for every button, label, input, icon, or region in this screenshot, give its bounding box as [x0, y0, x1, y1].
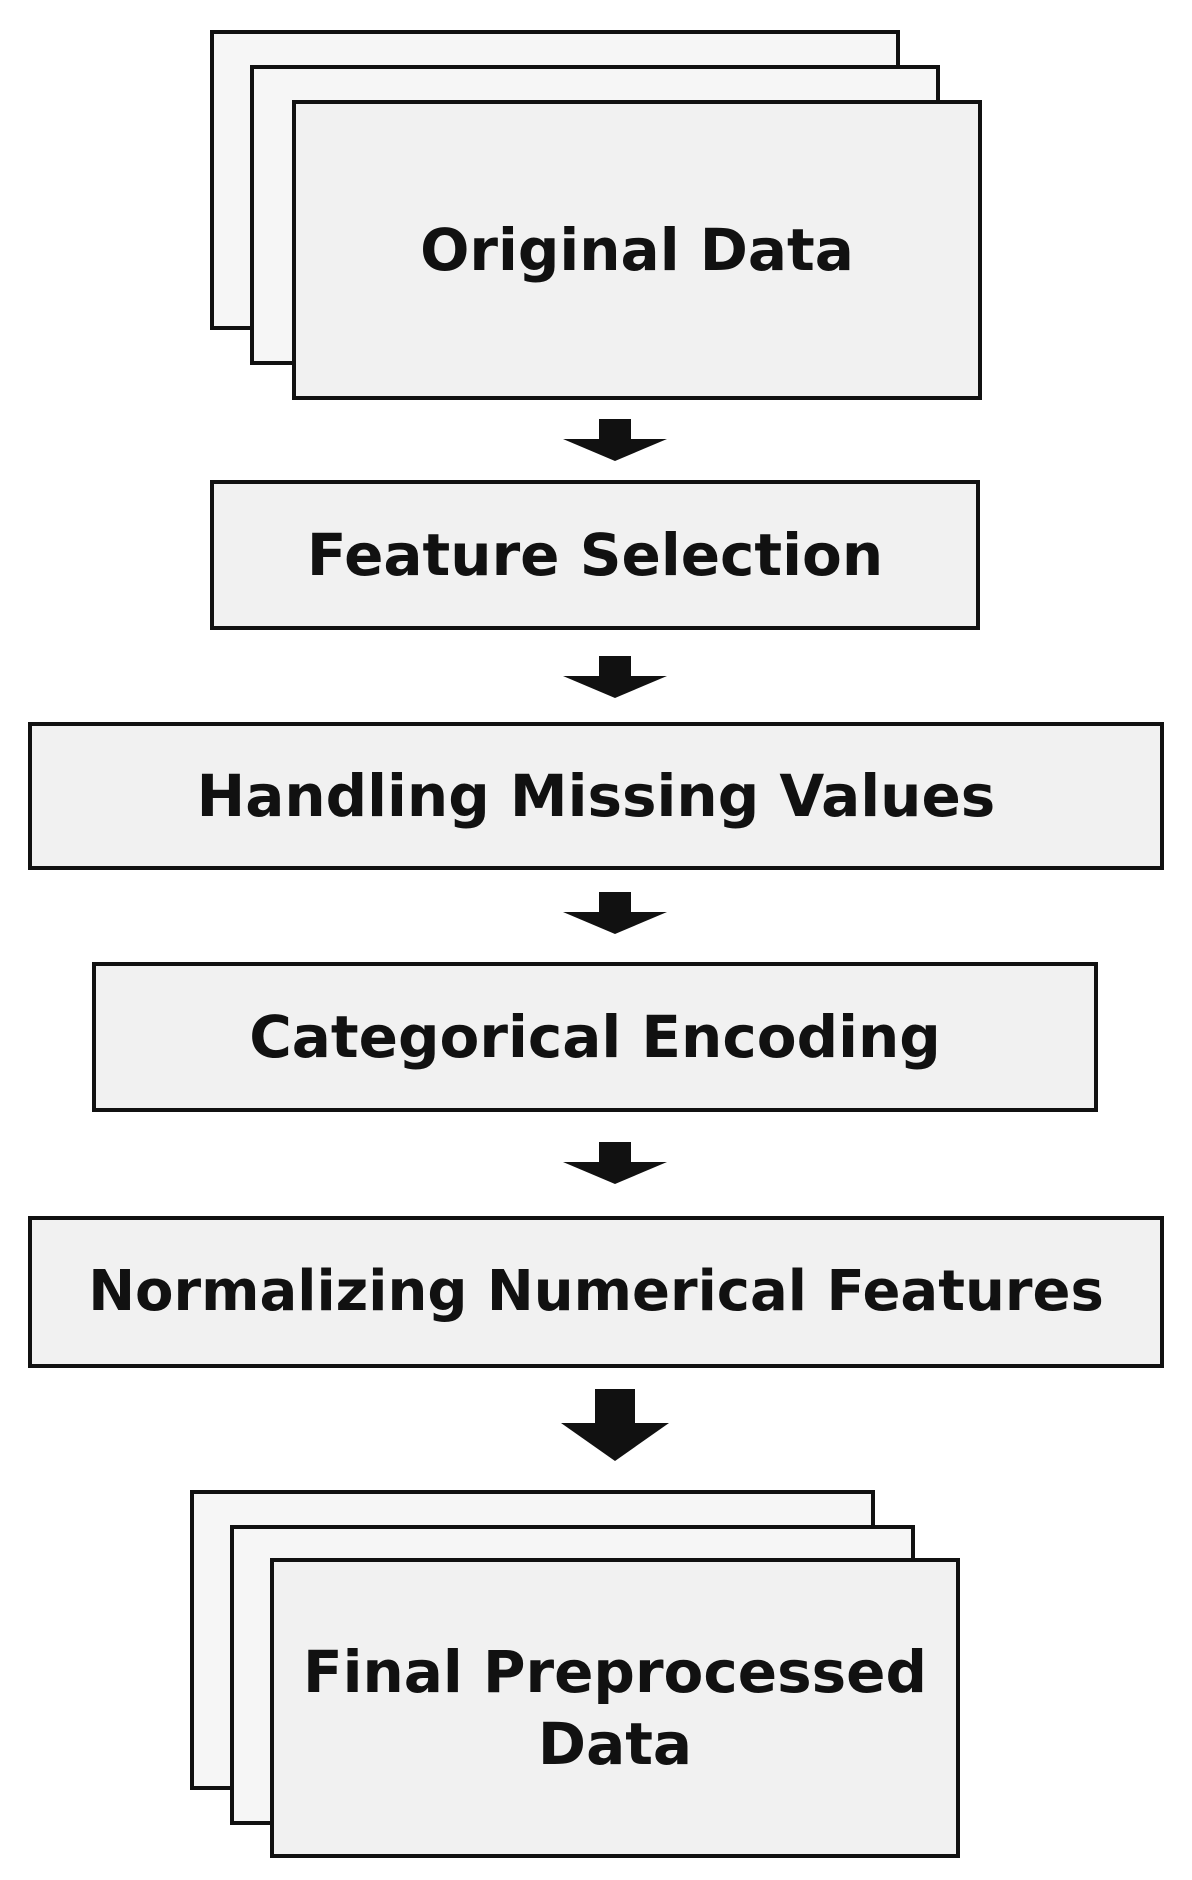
original-data-box: Original Data: [292, 100, 982, 400]
feature-selection-box: Feature Selection: [210, 480, 980, 630]
arrow-down-icon: [561, 1389, 669, 1461]
handling-missing-values-label: Handling Missing Values: [196, 761, 996, 830]
categorical-encoding-label: Categorical Encoding: [249, 1002, 941, 1071]
categorical-encoding-box: Categorical Encoding: [92, 962, 1098, 1112]
feature-selection-label: Feature Selection: [306, 520, 884, 589]
arrow-down-icon: [563, 1142, 667, 1184]
final-preprocessed-data-label-line1: Final Preprocessed: [302, 1637, 928, 1706]
final-preprocessed-data-label-line2: Data: [537, 1710, 693, 1778]
arrow-down-icon: [563, 892, 667, 934]
arrow-down-icon: [563, 656, 667, 698]
arrow-down-icon: [563, 419, 667, 461]
normalizing-numerical-features-label: Normalizing Numerical Features: [88, 1259, 1104, 1324]
handling-missing-values-box: Handling Missing Values: [28, 722, 1164, 870]
final-preprocessed-data-box: Final Preprocessed Data: [270, 1558, 960, 1858]
normalizing-numerical-features-box: Normalizing Numerical Features: [28, 1216, 1164, 1368]
original-data-label: Original Data: [420, 215, 854, 284]
